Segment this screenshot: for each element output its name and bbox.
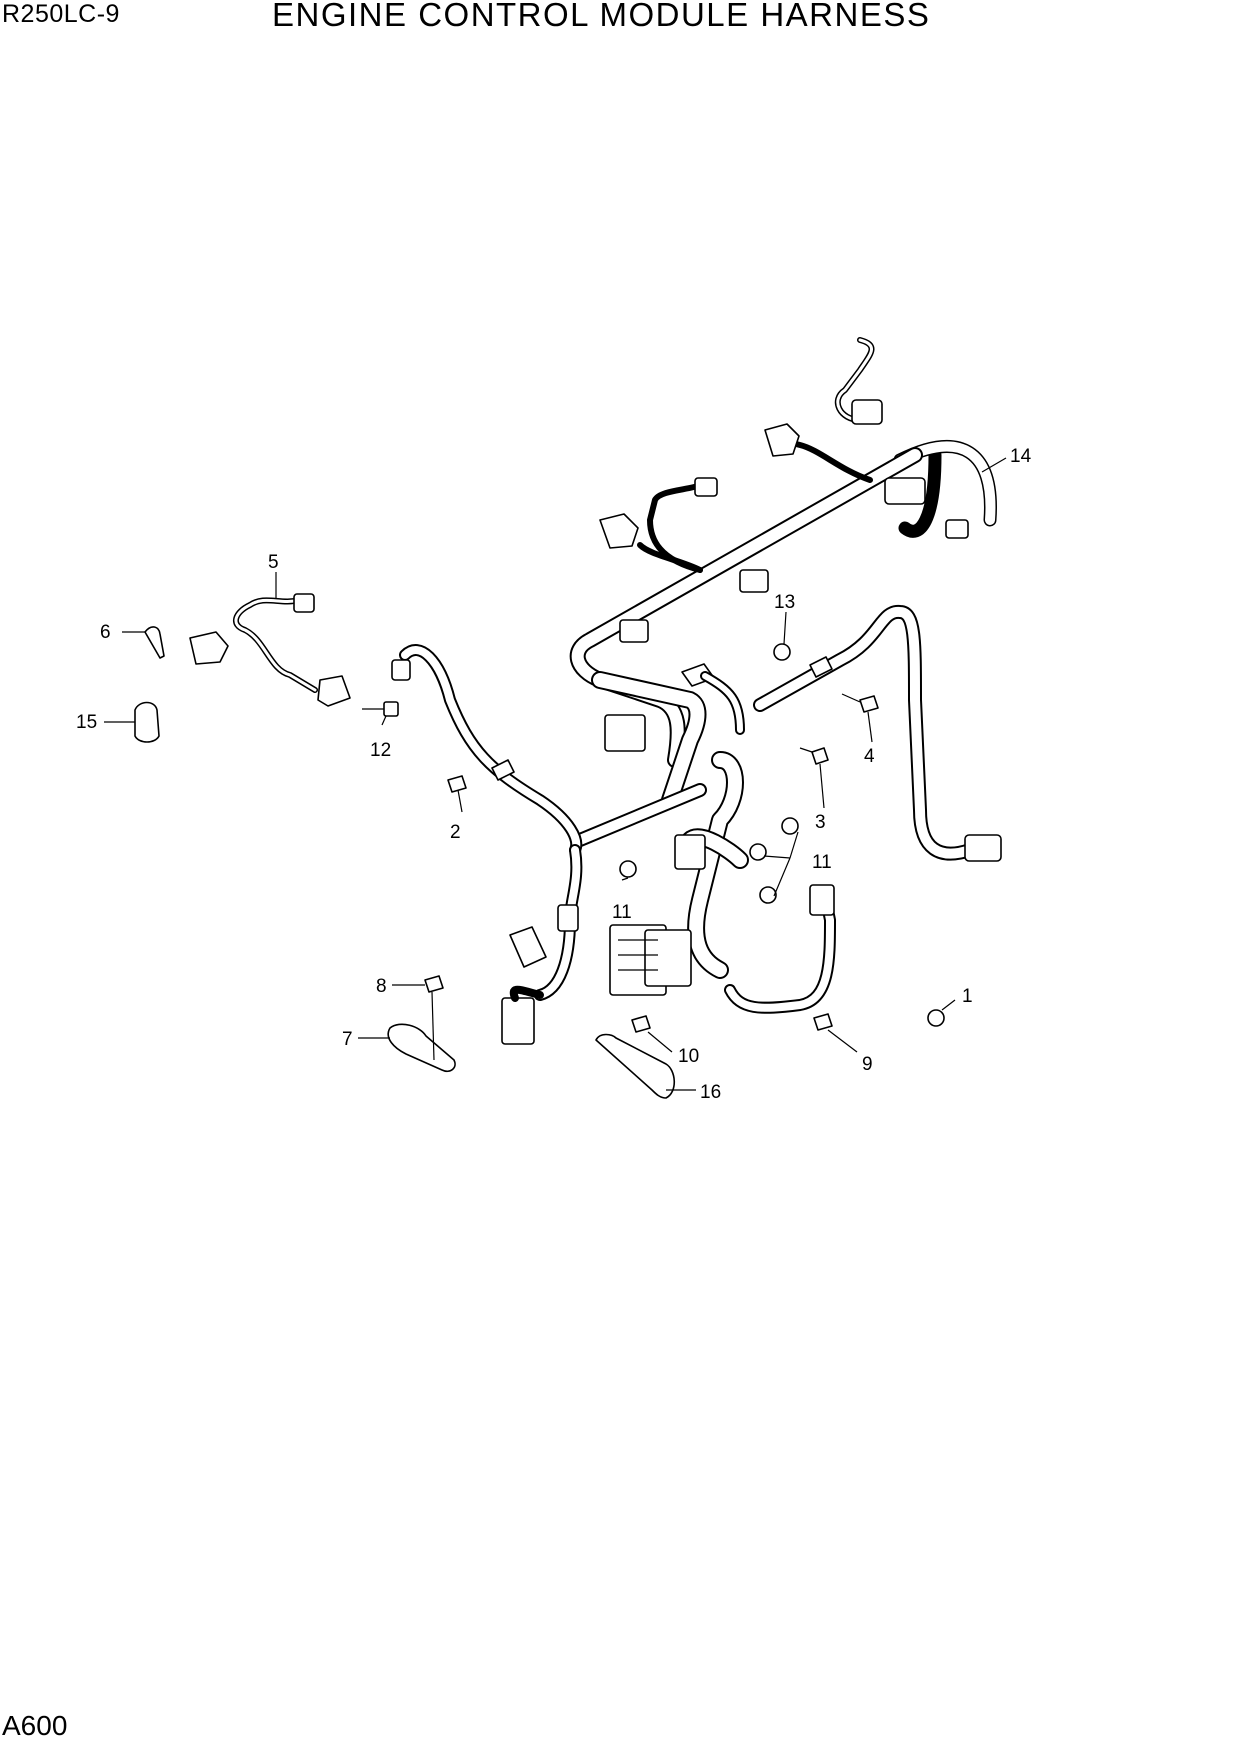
nuts-item11 — [619, 817, 799, 904]
ecm-connector-icon — [644, 929, 692, 987]
callout-2: 2 — [450, 822, 461, 843]
callout-16: 16 — [700, 1082, 721, 1103]
callout-13: 13 — [774, 592, 795, 613]
bolt-item9 — [813, 1013, 833, 1031]
callout-6: 6 — [100, 622, 111, 643]
callout-4: 4 — [864, 746, 875, 767]
page-code: A600 — [2, 1710, 68, 1741]
callout-labels: 1 2 3 4 5 6 7 8 9 10 11 11 12 13 14 15 1… — [76, 446, 1032, 1103]
clamp-item15 — [134, 701, 160, 743]
bolt-item3 — [799, 747, 829, 765]
connector-icon — [694, 477, 718, 497]
leader-lines — [104, 457, 1007, 1091]
central-harness — [573, 663, 836, 1014]
clip-item6 — [144, 626, 165, 659]
right-branch-harness — [753, 605, 1002, 862]
bolt-item10 — [631, 1015, 651, 1033]
bolt-item4 — [841, 693, 879, 713]
model-number: R250LC-9 — [2, 0, 120, 28]
connector-icon — [884, 477, 926, 505]
callout-10: 10 — [678, 1046, 699, 1067]
connector-icon — [391, 659, 411, 681]
bolt-item8 — [424, 975, 444, 1061]
clip-icon — [809, 656, 833, 678]
clip-icon — [619, 619, 649, 643]
callout-11-left: 11 — [612, 902, 632, 923]
injector-connector-icon — [599, 513, 639, 549]
callout-3: 3 — [815, 812, 826, 833]
bolt-item2 — [447, 775, 467, 793]
connector-icon — [501, 997, 535, 1045]
sensor-connector-icon — [189, 631, 229, 665]
bracket-item7 — [387, 1023, 456, 1073]
callout-5: 5 — [268, 552, 279, 573]
connector-icon — [293, 593, 315, 613]
connector-icon — [851, 399, 883, 425]
sensor-harness-item5 — [189, 593, 351, 707]
clip-icon — [491, 759, 515, 781]
connector-icon — [945, 519, 969, 539]
connector-icon — [674, 834, 706, 870]
callout-11-right: 11 — [812, 852, 832, 873]
callout-1: 1 — [962, 986, 973, 1007]
page-title: ENGINE CONTROL MODULE HARNESS — [272, 0, 931, 33]
connector-icon — [604, 714, 646, 752]
bolt-item12 — [362, 701, 399, 717]
nut-item1 — [927, 1009, 945, 1027]
connector-icon — [964, 834, 1002, 862]
connector-icon — [557, 904, 579, 932]
callout-12: 12 — [370, 740, 391, 761]
connector-icon — [809, 884, 835, 916]
connector-icon — [509, 926, 547, 968]
callout-14: 14 — [1010, 446, 1032, 467]
injector-branches — [599, 337, 969, 643]
clip-icon — [739, 569, 769, 593]
callout-8: 8 — [376, 976, 387, 997]
injector-connector-icon — [764, 423, 800, 457]
nut-item13 — [773, 643, 791, 661]
callout-7: 7 — [342, 1029, 353, 1050]
sensor-icon — [317, 675, 351, 707]
callout-9: 9 — [862, 1054, 873, 1075]
left-branch-harness — [391, 644, 583, 1045]
bracket-item16 — [595, 1033, 676, 1099]
callout-15: 15 — [76, 712, 97, 733]
